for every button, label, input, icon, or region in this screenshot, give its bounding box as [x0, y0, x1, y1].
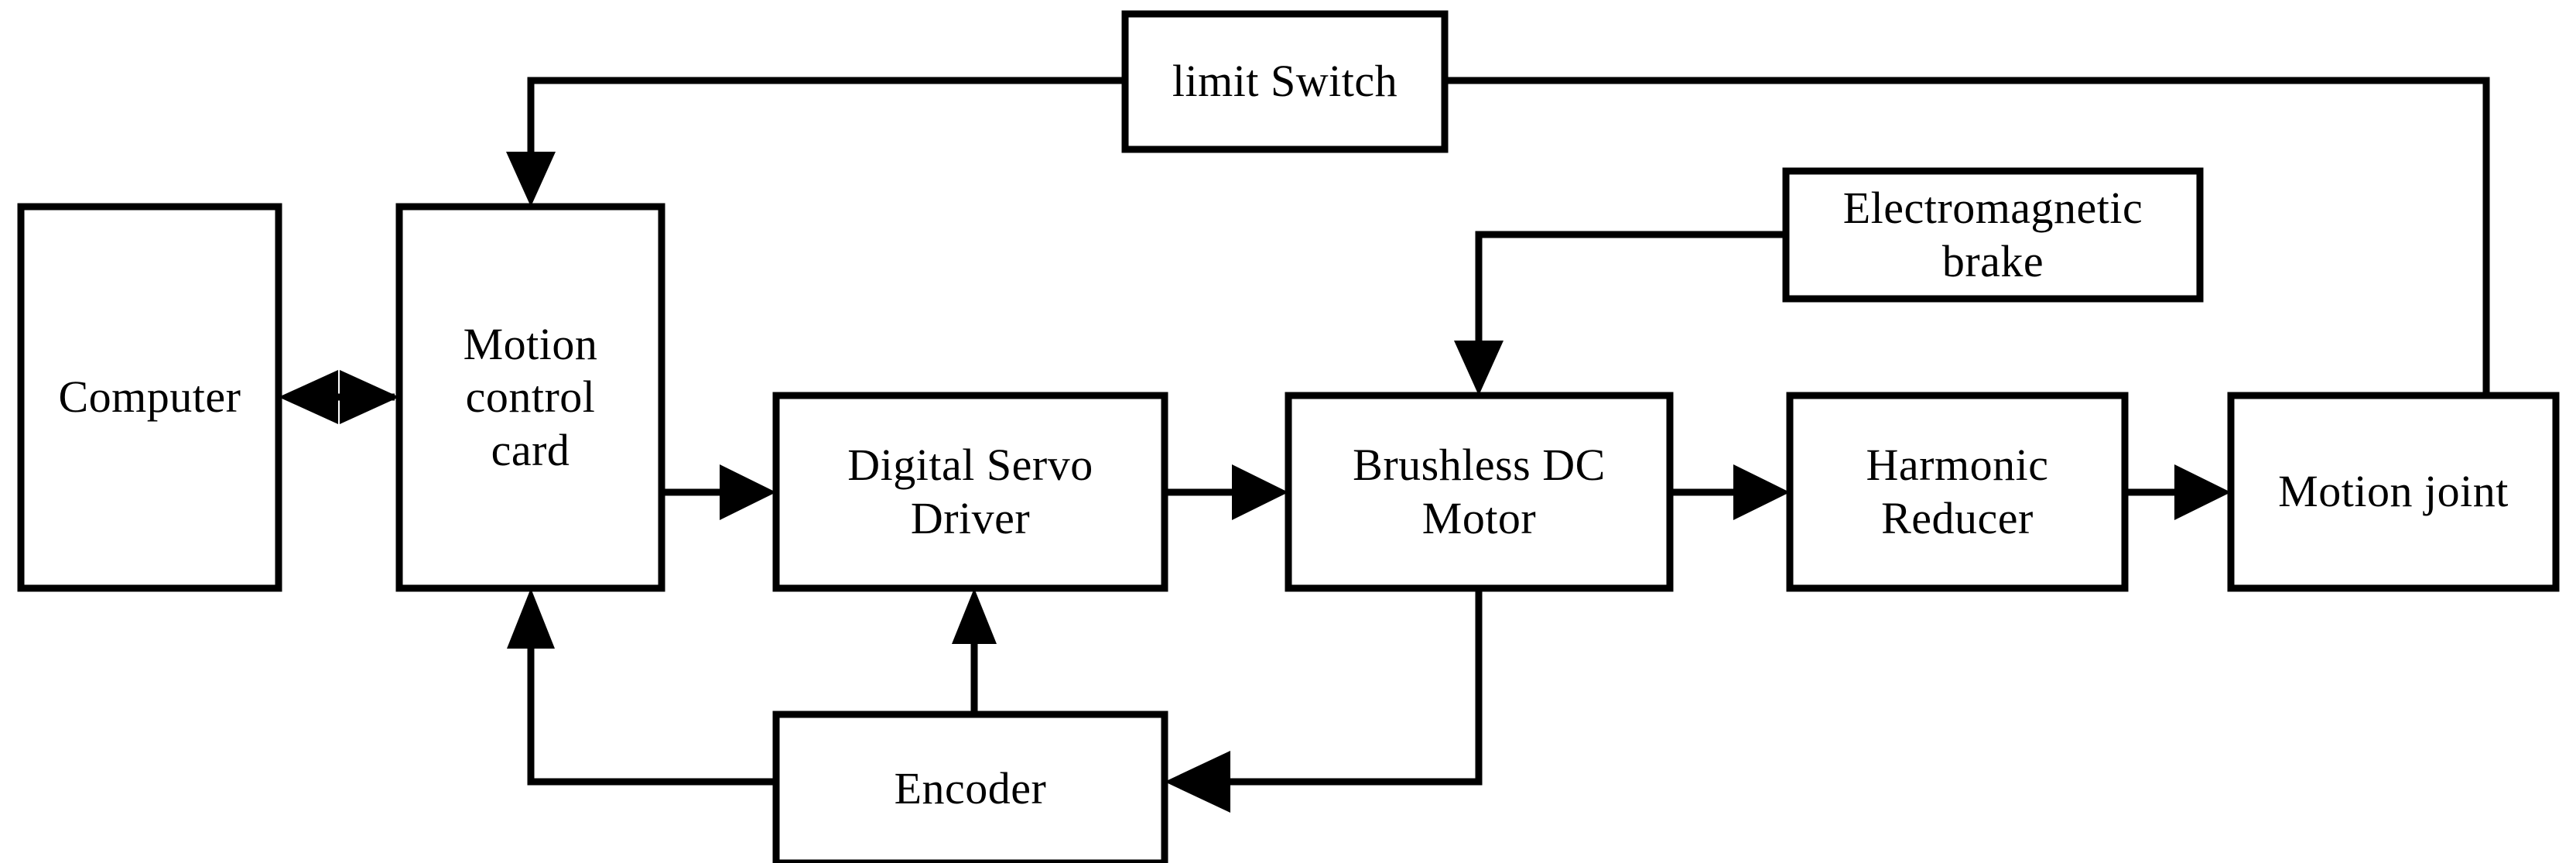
arrowhead-limit-switch-motion-control — [506, 152, 556, 207]
arrowhead-brushless-harmonic — [1733, 464, 1790, 520]
node-box-brushless-dc-motor[interactable] — [1285, 392, 1674, 592]
arrowhead-computer-left — [279, 370, 338, 424]
edge-electromagnetic-brushless — [1475, 231, 1786, 365]
arrowhead-digital-servo-brushless — [1232, 464, 1288, 520]
arrowhead-encoder-motion-control — [507, 588, 555, 649]
node-box-computer[interactable] — [17, 203, 282, 592]
node-box-digital-servo-driver[interactable] — [772, 392, 1168, 592]
node-box-motion-control-card[interactable] — [395, 203, 665, 592]
arrowhead-electromagnetic-brushless — [1454, 341, 1504, 396]
node-box-harmonic-reducer[interactable] — [1786, 392, 2129, 592]
node-box-electromagnetic-brake[interactable] — [1782, 167, 2204, 303]
arrowhead-brushless-encoder — [1165, 751, 1230, 813]
edge-limit-switch-motion-control — [527, 77, 1125, 176]
arrowhead-motion-control-digital-servo — [720, 464, 776, 520]
arrowhead-harmonic-motion-joint — [2174, 464, 2231, 520]
edge-brushless-encoder — [1226, 588, 1483, 786]
arrowhead-motion-control-right — [340, 370, 399, 424]
edge-motion-joint-limit-switch — [1445, 77, 2490, 396]
arrowhead-encoder-digital-servo — [952, 588, 997, 644]
node-box-limit-switch[interactable] — [1121, 10, 1449, 153]
node-box-motion-joint[interactable] — [2227, 392, 2560, 592]
edge-encoder-motion-control — [527, 649, 776, 786]
node-box-encoder[interactable] — [772, 711, 1168, 863]
